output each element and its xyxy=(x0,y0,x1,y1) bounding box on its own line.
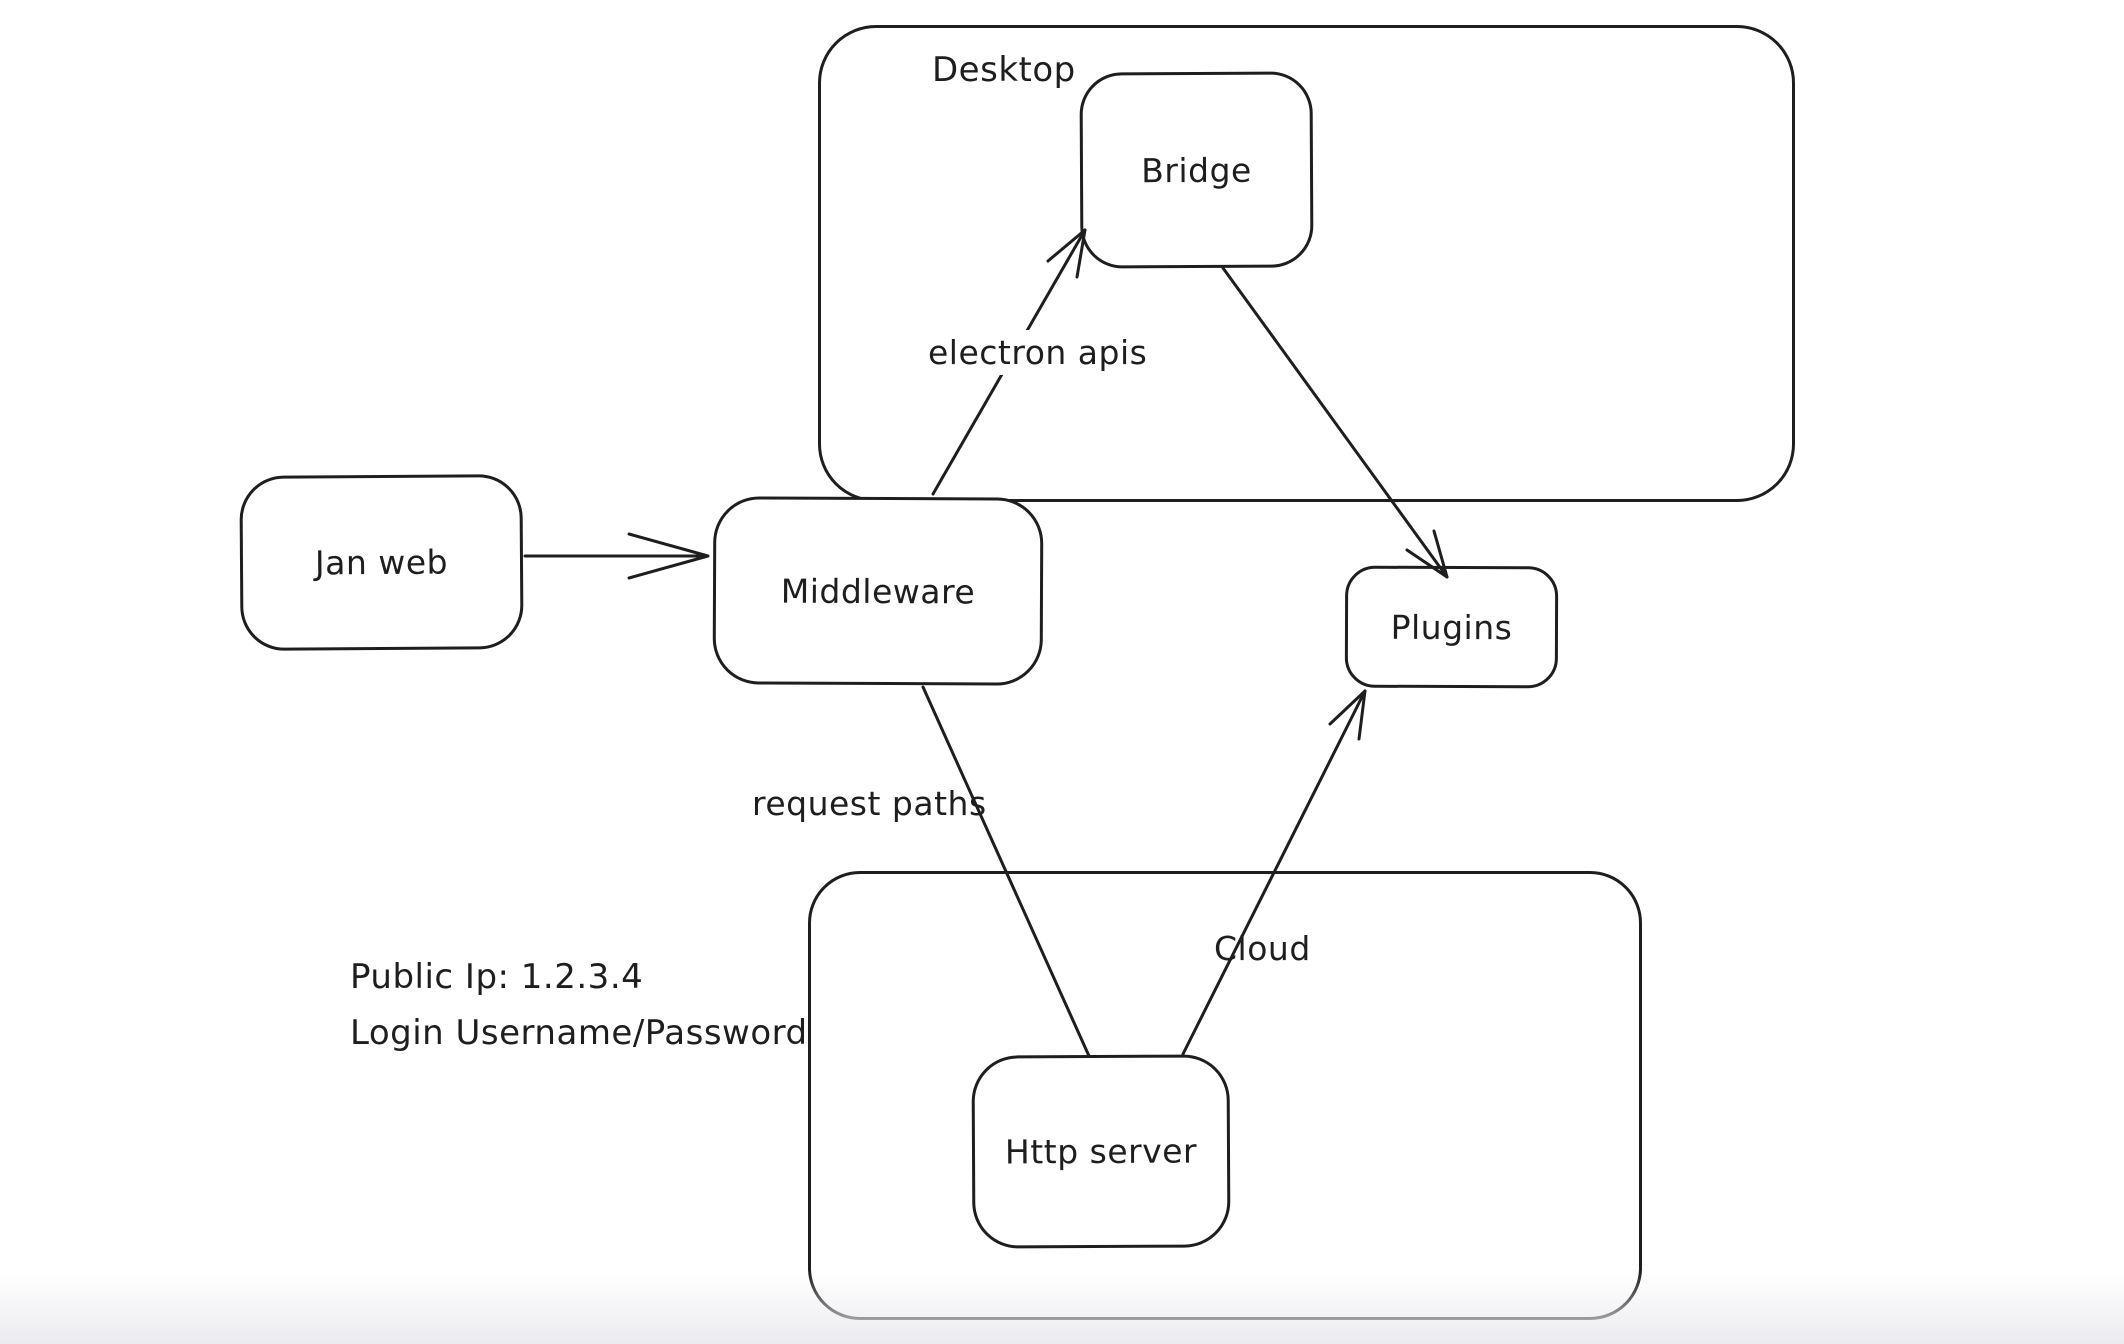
arrowhead xyxy=(1405,529,1449,579)
note-login: Login Username/Password xyxy=(350,1013,808,1053)
node-http-server-label: Http server xyxy=(1004,1131,1198,1172)
edge-label-electron-apis: electron apis xyxy=(918,330,1158,375)
arrowhead xyxy=(1046,228,1087,279)
container-cloud-label: Cloud xyxy=(1214,929,1311,968)
node-bridge[interactable]: Bridge xyxy=(1079,71,1314,269)
node-plugins[interactable]: Plugins xyxy=(1344,565,1559,689)
edge-bridge-plugins[interactable] xyxy=(1221,266,1449,579)
note-public-ip: Public Ip: 1.2.3.4 xyxy=(350,957,644,997)
edge-http-server-plugins[interactable] xyxy=(1181,689,1367,1056)
node-bridge-label: Bridge xyxy=(1141,150,1252,190)
container-desktop-label: Desktop xyxy=(932,50,1076,90)
arrowhead xyxy=(627,532,710,580)
node-jan-web-label: Jan web xyxy=(314,542,449,583)
edge-jan-web-middleware[interactable] xyxy=(523,532,710,580)
node-http-server[interactable]: Http server xyxy=(971,1054,1231,1249)
node-middleware[interactable]: Middleware xyxy=(712,496,1044,686)
edge-label-request-paths: request paths xyxy=(752,784,987,823)
container-desktop[interactable] xyxy=(818,25,1795,502)
node-jan-web[interactable]: Jan web xyxy=(239,474,524,651)
arrowhead xyxy=(1328,689,1367,741)
annotation-notes: Public Ip: 1.2.3.4 Login Username/Passwo… xyxy=(350,949,808,1061)
edge-middleware-http-server[interactable] xyxy=(921,685,1091,1058)
node-plugins-label: Plugins xyxy=(1390,607,1513,647)
node-middleware-label: Middleware xyxy=(780,571,976,611)
